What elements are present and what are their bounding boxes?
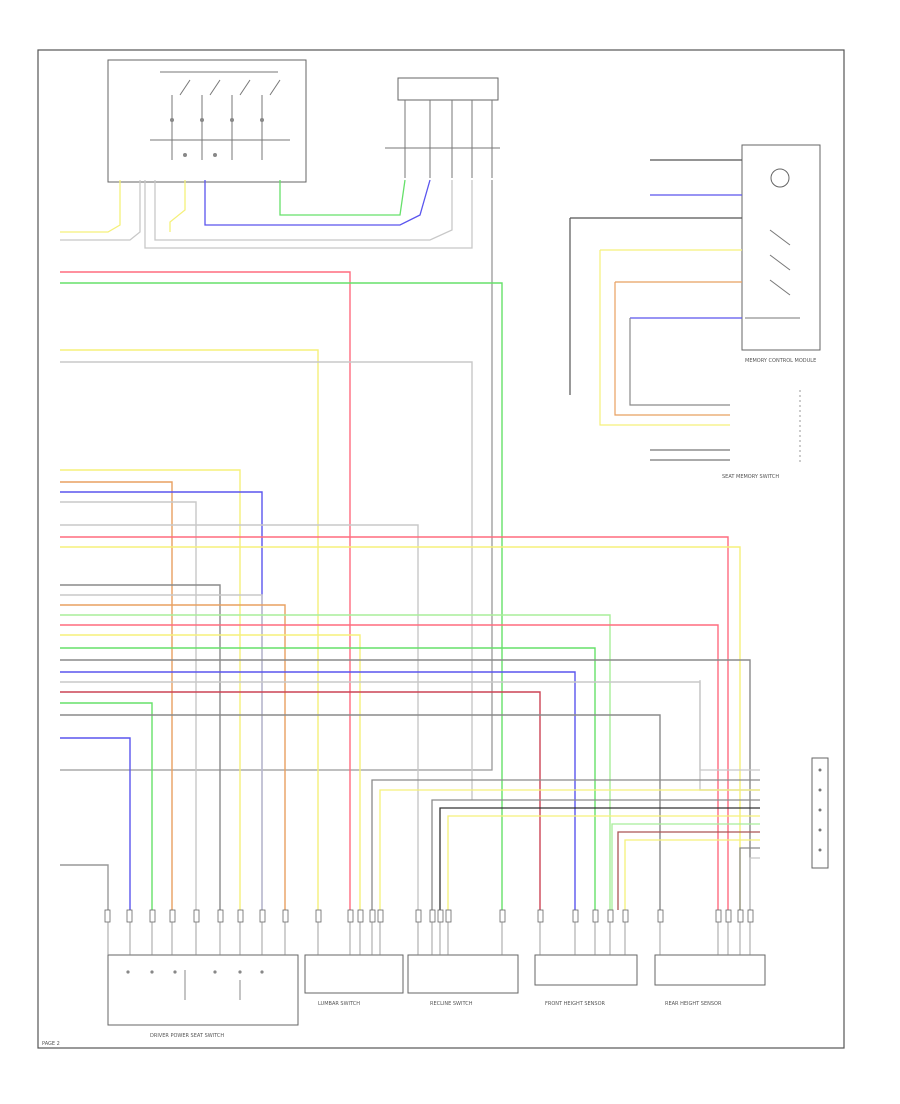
rear-height-sensor-label: REAR HEIGHT SENSOR <box>665 1001 722 1007</box>
memory-control-module: MEMORY CONTROL MODULE <box>741 144 821 364</box>
recline-switch-box: RECLINE SWITCH <box>407 954 519 1007</box>
top-center-connector <box>385 77 500 178</box>
wire-drops-to-components <box>107 922 751 955</box>
front-height-sensor-label: FRONT HEIGHT SENSOR <box>545 1001 606 1007</box>
top-left-switch-module <box>107 59 307 183</box>
driver-power-seat-switch-label: DRIVER POWER SEAT SWITCH <box>150 1033 224 1039</box>
right-connector-wires <box>371 680 760 910</box>
rear-height-sensor-box: REAR HEIGHT SENSOR <box>654 954 766 1007</box>
recline-switch-label: RECLINE SWITCH <box>430 1001 473 1007</box>
connector-pins <box>104 909 754 923</box>
front-height-sensor-box: FRONT HEIGHT SENSOR <box>534 954 638 1007</box>
seat-memory-switch-label: SEAT MEMORY SWITCH <box>722 474 779 480</box>
memory-control-module-label: MEMORY CONTROL MODULE <box>745 358 816 364</box>
memory-module-wires <box>569 159 742 461</box>
seat-memory-switch: SEAT MEMORY SWITCH <box>722 390 801 480</box>
right-connector-block <box>811 757 829 869</box>
diagram-border <box>37 49 845 1049</box>
lumbar-switch-box: LUMBAR SWITCH <box>304 954 404 1007</box>
harness-wires <box>60 271 760 910</box>
lumbar-switch-label: LUMBAR SWITCH <box>318 1001 360 1007</box>
driver-power-seat-switch: DRIVER POWER SEAT SWITCH <box>107 954 299 1039</box>
top-wires <box>60 179 493 771</box>
page-footer: PAGE 2 <box>42 1041 60 1047</box>
